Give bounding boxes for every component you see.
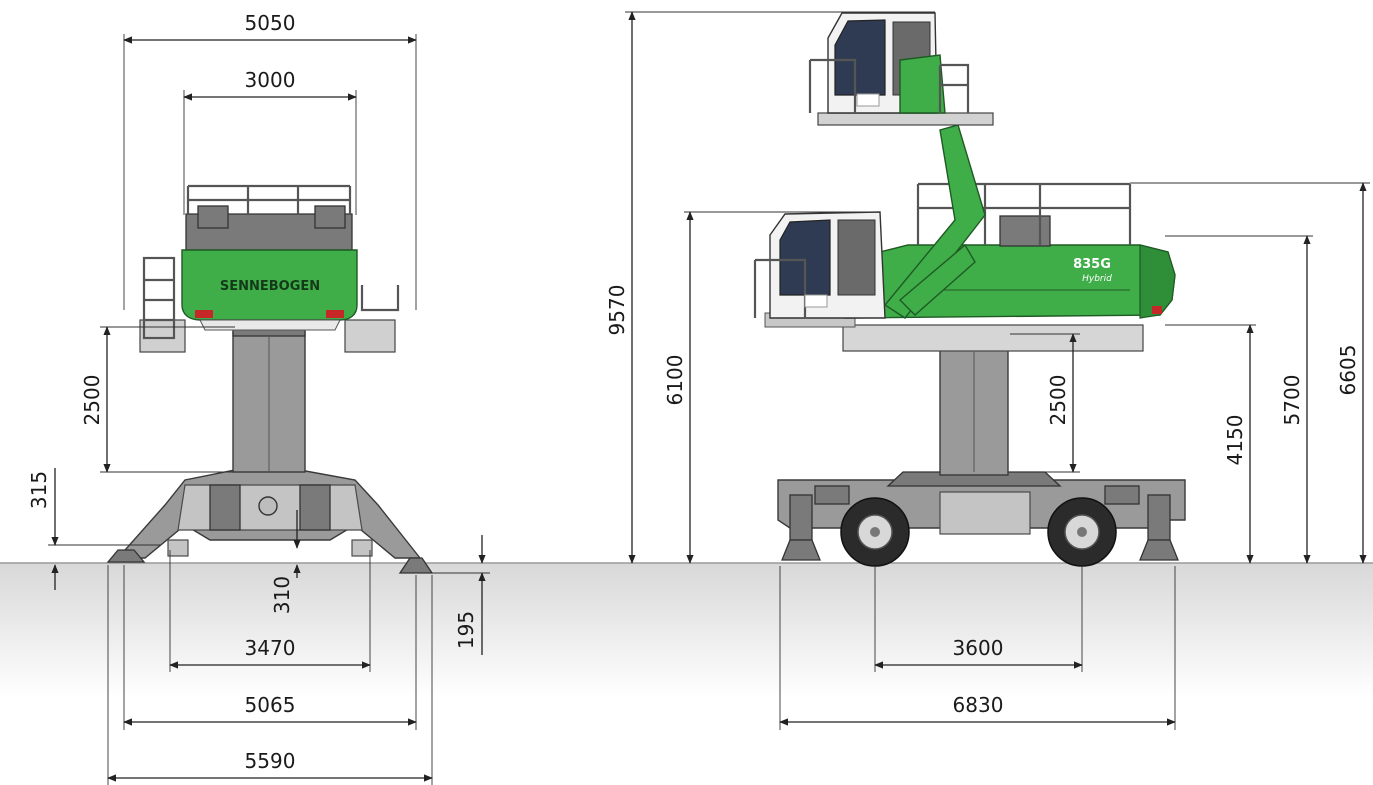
side-dim-6830: 6830 (953, 693, 1004, 717)
side-lower-cab (753, 211, 886, 319)
front-side-platform-right (344, 285, 400, 353)
side-model-suffix: Hybrid (1082, 274, 1112, 284)
side-wheel-rear (1047, 497, 1117, 567)
front-view-machine: SENNEBOGEN (106, 184, 434, 574)
side-dim-9570: 9570 (605, 285, 629, 336)
front-side-platform-left (139, 256, 186, 353)
front-dim-195: 195 (454, 611, 478, 649)
front-dimensions: 5050 3000 2500 315 310 195 3470 5065 (27, 11, 490, 785)
side-dimensions: 9570 6100 2500 4150 5700 6605 3600 6830 (605, 11, 1370, 730)
front-dim-310: 310 (270, 576, 294, 614)
side-wheel-front (840, 497, 910, 567)
front-dim-5590: 5590 (245, 749, 296, 773)
ground (0, 562, 1373, 698)
side-dim-2500: 2500 (1046, 375, 1070, 426)
side-dim-4150: 4150 (1223, 415, 1247, 466)
front-dim-3470: 3470 (245, 636, 296, 660)
front-dim-315: 315 (27, 471, 51, 509)
side-dim-6605: 6605 (1336, 345, 1360, 396)
front-dim-5050: 5050 (245, 11, 296, 35)
side-dim-5700: 5700 (1280, 375, 1304, 426)
side-dim-3600: 3600 (953, 636, 1004, 660)
front-dim-5065: 5065 (245, 693, 296, 717)
side-upper-cab (808, 12, 994, 126)
front-dim-2500: 2500 (80, 375, 104, 426)
front-brand-logo: SENNEBOGEN (220, 279, 320, 294)
front-dim-3000: 3000 (245, 68, 296, 92)
side-dim-6100: 6100 (663, 355, 687, 406)
side-view-machine: 835G Hybrid (753, 12, 1186, 567)
side-model-logo: 835G (1073, 257, 1111, 272)
